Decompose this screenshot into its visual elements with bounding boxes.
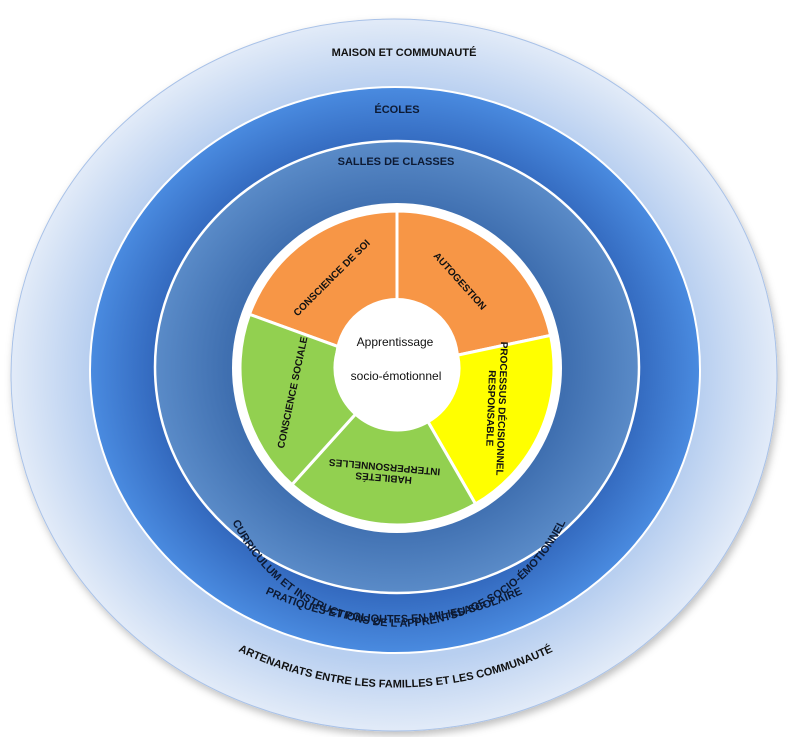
segment-social-awareness	[238, 312, 358, 487]
segment-label-line: RESPONSABLE	[483, 370, 497, 447]
outer-ring-title: MAISON ET COMMUNAUTÉ	[332, 46, 477, 59]
segment-decision-making	[425, 333, 556, 507]
center-label-line1: Apprentissage	[357, 335, 434, 349]
segment-relationship-skills	[289, 411, 478, 527]
classrooms-ring-title: SALLES DE CLASSES	[338, 156, 455, 168]
center-circle	[335, 298, 459, 422]
schools-ring-title: ÉCOLES	[374, 103, 419, 116]
center-label-line2: socio-émotionnel	[351, 369, 442, 383]
